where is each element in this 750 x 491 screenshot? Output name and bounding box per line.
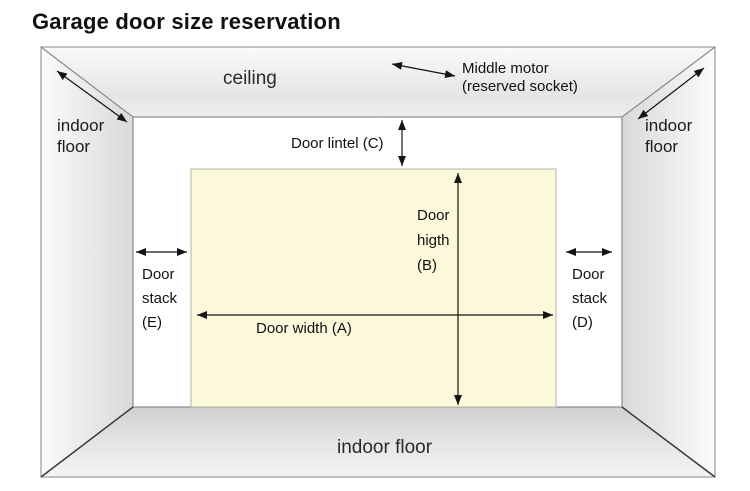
door-height-label: Door higth (B) bbox=[417, 203, 450, 278]
indoor-floor-left-label: indoor floor bbox=[57, 115, 104, 157]
indoor-floor-bottom-label: indoor floor bbox=[337, 437, 433, 458]
indoor-floor-left-line2: floor bbox=[57, 137, 91, 156]
indoor-floor-right-line1: indoor bbox=[645, 116, 693, 135]
outer-room-outline bbox=[40, 46, 716, 478]
door-stack-right-line3: (D) bbox=[572, 314, 593, 331]
right-corner-depth-arrow bbox=[637, 67, 705, 120]
door-stack-left-label: Door stack (E) bbox=[142, 263, 177, 335]
bottom-right-corner-edge bbox=[621, 406, 716, 478]
floor-surface bbox=[41, 407, 715, 477]
garage-door-border bbox=[190, 168, 557, 408]
door-stack-left-line3: (E) bbox=[142, 314, 162, 331]
indoor-floor-right-line2: floor bbox=[645, 137, 679, 156]
door-stack-right-line2: stack bbox=[572, 290, 608, 307]
middle-motor-pointer-arrow bbox=[391, 61, 456, 79]
middle-motor-line1: Middle motor bbox=[462, 60, 549, 77]
door-stack-right-line1: Door bbox=[572, 266, 605, 283]
left-corner-depth-arrow bbox=[56, 70, 128, 123]
door-width-label: Door width (A) bbox=[256, 320, 352, 337]
middle-motor-line2: (reserved socket) bbox=[462, 78, 578, 95]
ceiling-surface bbox=[41, 47, 715, 117]
door-stack-right-label: Door stack (D) bbox=[572, 263, 607, 335]
indoor-floor-left-line1: indoor bbox=[57, 116, 105, 135]
ceiling-label: ceiling bbox=[223, 68, 277, 89]
door-height-line1: Door bbox=[417, 207, 450, 224]
indoor-floor-right-label: indoor floor bbox=[645, 115, 692, 157]
door-height-line3: (B) bbox=[417, 257, 437, 274]
page-title: Garage door size reservation bbox=[32, 9, 341, 34]
bottom-left-corner-edge bbox=[40, 406, 134, 478]
middle-motor-label: Middle motor (reserved socket) bbox=[462, 60, 578, 96]
garage-door-panel bbox=[191, 169, 556, 407]
door-lintel-label: Door lintel (C) bbox=[291, 135, 384, 152]
door-stack-left-line1: Door bbox=[142, 266, 175, 283]
door-height-line2: higth bbox=[417, 232, 450, 249]
door-stack-left-line2: stack bbox=[142, 290, 178, 307]
right-wall-surface bbox=[622, 47, 715, 477]
left-wall-surface bbox=[41, 47, 133, 477]
